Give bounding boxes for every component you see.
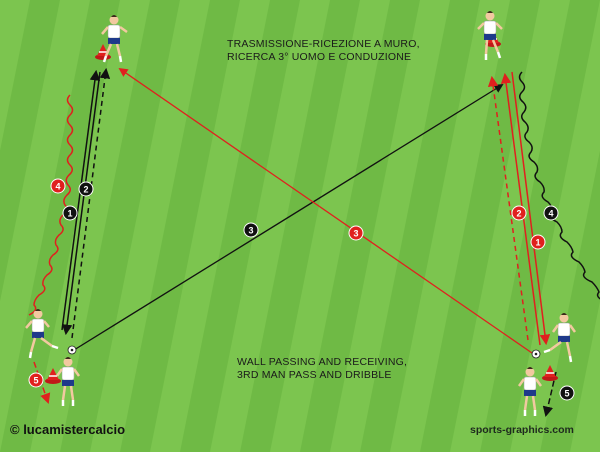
right-dribble-path-black bbox=[518, 71, 600, 300]
svg-text:5: 5 bbox=[564, 389, 569, 399]
left-step-2-badge: 2 bbox=[78, 181, 94, 197]
right-run-dashed-red bbox=[487, 75, 529, 341]
svg-text:2: 2 bbox=[516, 209, 521, 219]
svg-text:1: 1 bbox=[67, 209, 72, 219]
drill-title-italian-line1: TRASMISSIONE-RICEZIONE A MURO, bbox=[227, 38, 420, 50]
svg-text:2: 2 bbox=[83, 185, 88, 195]
player bbox=[101, 15, 128, 63]
svg-text:3: 3 bbox=[353, 229, 358, 239]
drill-title-italian-line2: RICERCA 3° UOMO E CONDUZIONE bbox=[227, 51, 412, 63]
svg-text:5: 5 bbox=[33, 376, 38, 386]
site-credit: sports-graphics.com bbox=[470, 424, 574, 436]
svg-text:1: 1 bbox=[535, 238, 540, 248]
left-dribble-path-red bbox=[28, 94, 74, 316]
left-step-3-badge: 3 bbox=[243, 222, 259, 238]
pass-3-red-diagonal bbox=[118, 67, 533, 354]
svg-text:4: 4 bbox=[548, 209, 553, 219]
ball bbox=[531, 349, 541, 359]
left-pass-2-black bbox=[61, 71, 101, 336]
player bbox=[543, 313, 577, 363]
player bbox=[25, 309, 59, 359]
svg-text:4: 4 bbox=[55, 182, 60, 192]
right-step-5-badge: 5 bbox=[559, 385, 575, 401]
left-pass-1-black bbox=[61, 69, 101, 331]
drill-title-english: WALL PASSING AND RECEIVING, 3RD MAN PASS… bbox=[237, 356, 407, 382]
left-step-1-badge: 1 bbox=[62, 205, 78, 221]
right-step-4-badge: 4 bbox=[543, 205, 559, 221]
right-step-3-badge: 3 bbox=[348, 225, 364, 241]
player bbox=[517, 367, 543, 416]
cone bbox=[542, 365, 558, 381]
cone bbox=[45, 368, 61, 384]
svg-text:3: 3 bbox=[248, 226, 253, 236]
drill-title-english-line2: 3RD MAN PASS AND DRIBBLE bbox=[237, 369, 392, 381]
left-step-badges: 4 2 1 3 5 bbox=[28, 178, 259, 388]
drill-title-italian: TRASMISSIONE-RICEZIONE A MURO, RICERCA 3… bbox=[227, 38, 420, 64]
left-run-dashed-black bbox=[71, 67, 111, 339]
right-step-badges: 3 2 4 1 5 bbox=[348, 205, 575, 401]
pass-3-black-diagonal bbox=[73, 84, 504, 351]
right-step-2-badge: 2 bbox=[511, 205, 527, 221]
player bbox=[55, 357, 81, 406]
right-run-5-black bbox=[542, 371, 557, 418]
left-step-4-badge: 4 bbox=[50, 178, 66, 194]
drill-title-english-line1: WALL PASSING AND RECEIVING, bbox=[237, 356, 408, 368]
ball bbox=[67, 345, 77, 355]
right-pass-2-red bbox=[511, 71, 551, 346]
player bbox=[477, 11, 503, 60]
right-step-1-badge: 1 bbox=[530, 234, 546, 250]
author-credit: © lucamistercalcio bbox=[10, 422, 126, 437]
left-step-5-badge: 5 bbox=[28, 372, 44, 388]
